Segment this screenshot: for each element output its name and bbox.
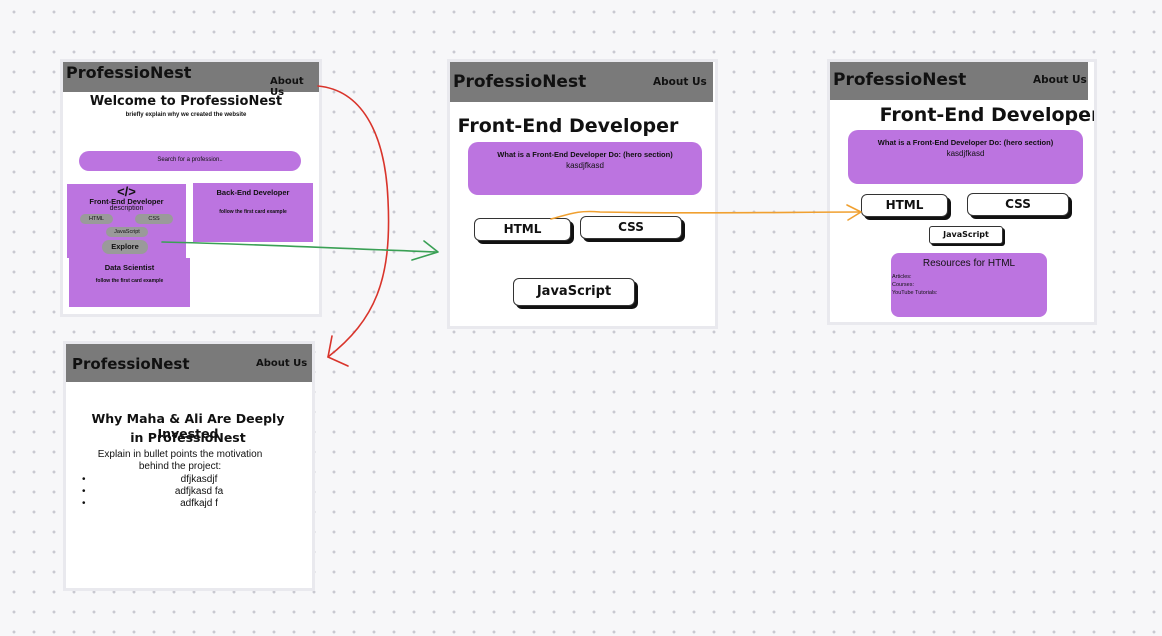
hero-text: kasdjfkasd — [946, 149, 985, 158]
html-button[interactable]: HTML — [861, 194, 948, 217]
explore-button[interactable]: Explore — [102, 240, 148, 254]
html-resources-page-frame: ProfessioNest About Us Front-End Develop… — [830, 62, 1094, 322]
brand-logo[interactable]: ProfessioNest — [453, 72, 587, 92]
html-button[interactable]: HTML — [474, 218, 571, 241]
tag-css[interactable]: CSS — [135, 214, 173, 224]
code-icon: </> — [117, 184, 136, 199]
hero-section: What is a Front-End Developer Do: (hero … — [848, 130, 1083, 184]
search-placeholder: Search for a profession.. — [157, 157, 223, 163]
hero-title: What is a Front-End Developer Do: (hero … — [877, 138, 1054, 147]
card-back-end-developer[interactable]: Back-End Developer follow the first card… — [193, 183, 313, 242]
list-item: adfkajd f — [82, 498, 244, 510]
about-title-line2: in ProfessioNest — [130, 430, 246, 445]
site-header — [450, 62, 713, 102]
resources-item-articles: Articles: — [892, 274, 912, 280]
hero-text: kasdjfkasd — [566, 161, 604, 170]
green-arrowhead — [411, 240, 439, 261]
resources-item-courses: Courses: — [892, 282, 915, 288]
css-button[interactable]: CSS — [580, 216, 682, 239]
motivation-list: dfjkasdjf adfjkasd fa adfkajd f — [82, 474, 244, 510]
card-title: Back-End Developer — [216, 188, 290, 197]
brand-logo[interactable]: ProfessioNest — [833, 70, 967, 90]
red-flow-arrow — [317, 85, 390, 358]
site-header — [63, 62, 319, 92]
front-end-page-frame: ProfessioNest About Us Front-End Develop… — [450, 62, 715, 326]
page-title: Front-End Developer — [879, 104, 1094, 126]
card-data-scientist[interactable]: Data Scientist follow the first card exa… — [69, 258, 190, 307]
hero-section: What is a Front-End Developer Do: (hero … — [468, 142, 702, 195]
site-header — [830, 62, 1088, 100]
javascript-button[interactable]: JavaScript — [929, 226, 1003, 244]
site-header — [66, 344, 312, 382]
list-item: dfjkasdjf — [82, 474, 244, 486]
about-page-frame: ProfessioNest About Us Why Maha & Ali Ar… — [66, 344, 312, 588]
tag-html[interactable]: HTML — [80, 214, 113, 224]
page-title: Welcome to ProfessioNest — [89, 94, 283, 109]
nav-about-us[interactable]: About Us — [653, 76, 707, 88]
resources-item-youtube: YouTube Tutorials: — [892, 290, 938, 296]
resources-panel: Resources for HTML Articles: Courses: Yo… — [891, 253, 1047, 317]
css-button[interactable]: CSS — [967, 193, 1069, 216]
list-item: adfjkasd fa — [82, 486, 244, 498]
nav-about-us[interactable]: About Us — [1033, 74, 1087, 86]
nav-about-us[interactable]: About Us — [270, 76, 304, 98]
javascript-button[interactable]: JavaScript — [513, 278, 635, 306]
page-subtitle: briefly explain why we created the websi… — [125, 112, 247, 118]
card-description: follow the first card example — [95, 278, 164, 284]
resources-title: Resources for HTML — [922, 258, 1016, 269]
card-description: description — [109, 205, 144, 212]
red-arrowhead — [327, 335, 349, 367]
hero-title: What is a Front-End Developer Do: (hero … — [497, 150, 673, 159]
home-page-frame: ProfessioNest About Us Welcome to Profes… — [63, 62, 319, 314]
card-title: Data Scientist — [104, 263, 155, 272]
page-title: Front-End Developer — [457, 115, 679, 137]
tag-javascript[interactable]: JavaScript — [106, 227, 148, 237]
card-description: follow the first card example — [219, 209, 287, 215]
about-intro-line2: behind the project: — [138, 461, 222, 472]
about-intro-line1: Explain in bullet points the motivation — [97, 449, 263, 460]
brand-logo[interactable]: ProfessioNest — [66, 63, 192, 82]
card-title: Front-End Developer — [89, 197, 164, 206]
search-input[interactable]: Search for a profession.. — [79, 151, 301, 171]
brand-logo[interactable]: ProfessioNest — [72, 355, 190, 373]
nav-about-us[interactable]: About Us — [256, 358, 308, 369]
about-title-line1: Why Maha & Ali Are Deeply Invested — [91, 411, 285, 441]
